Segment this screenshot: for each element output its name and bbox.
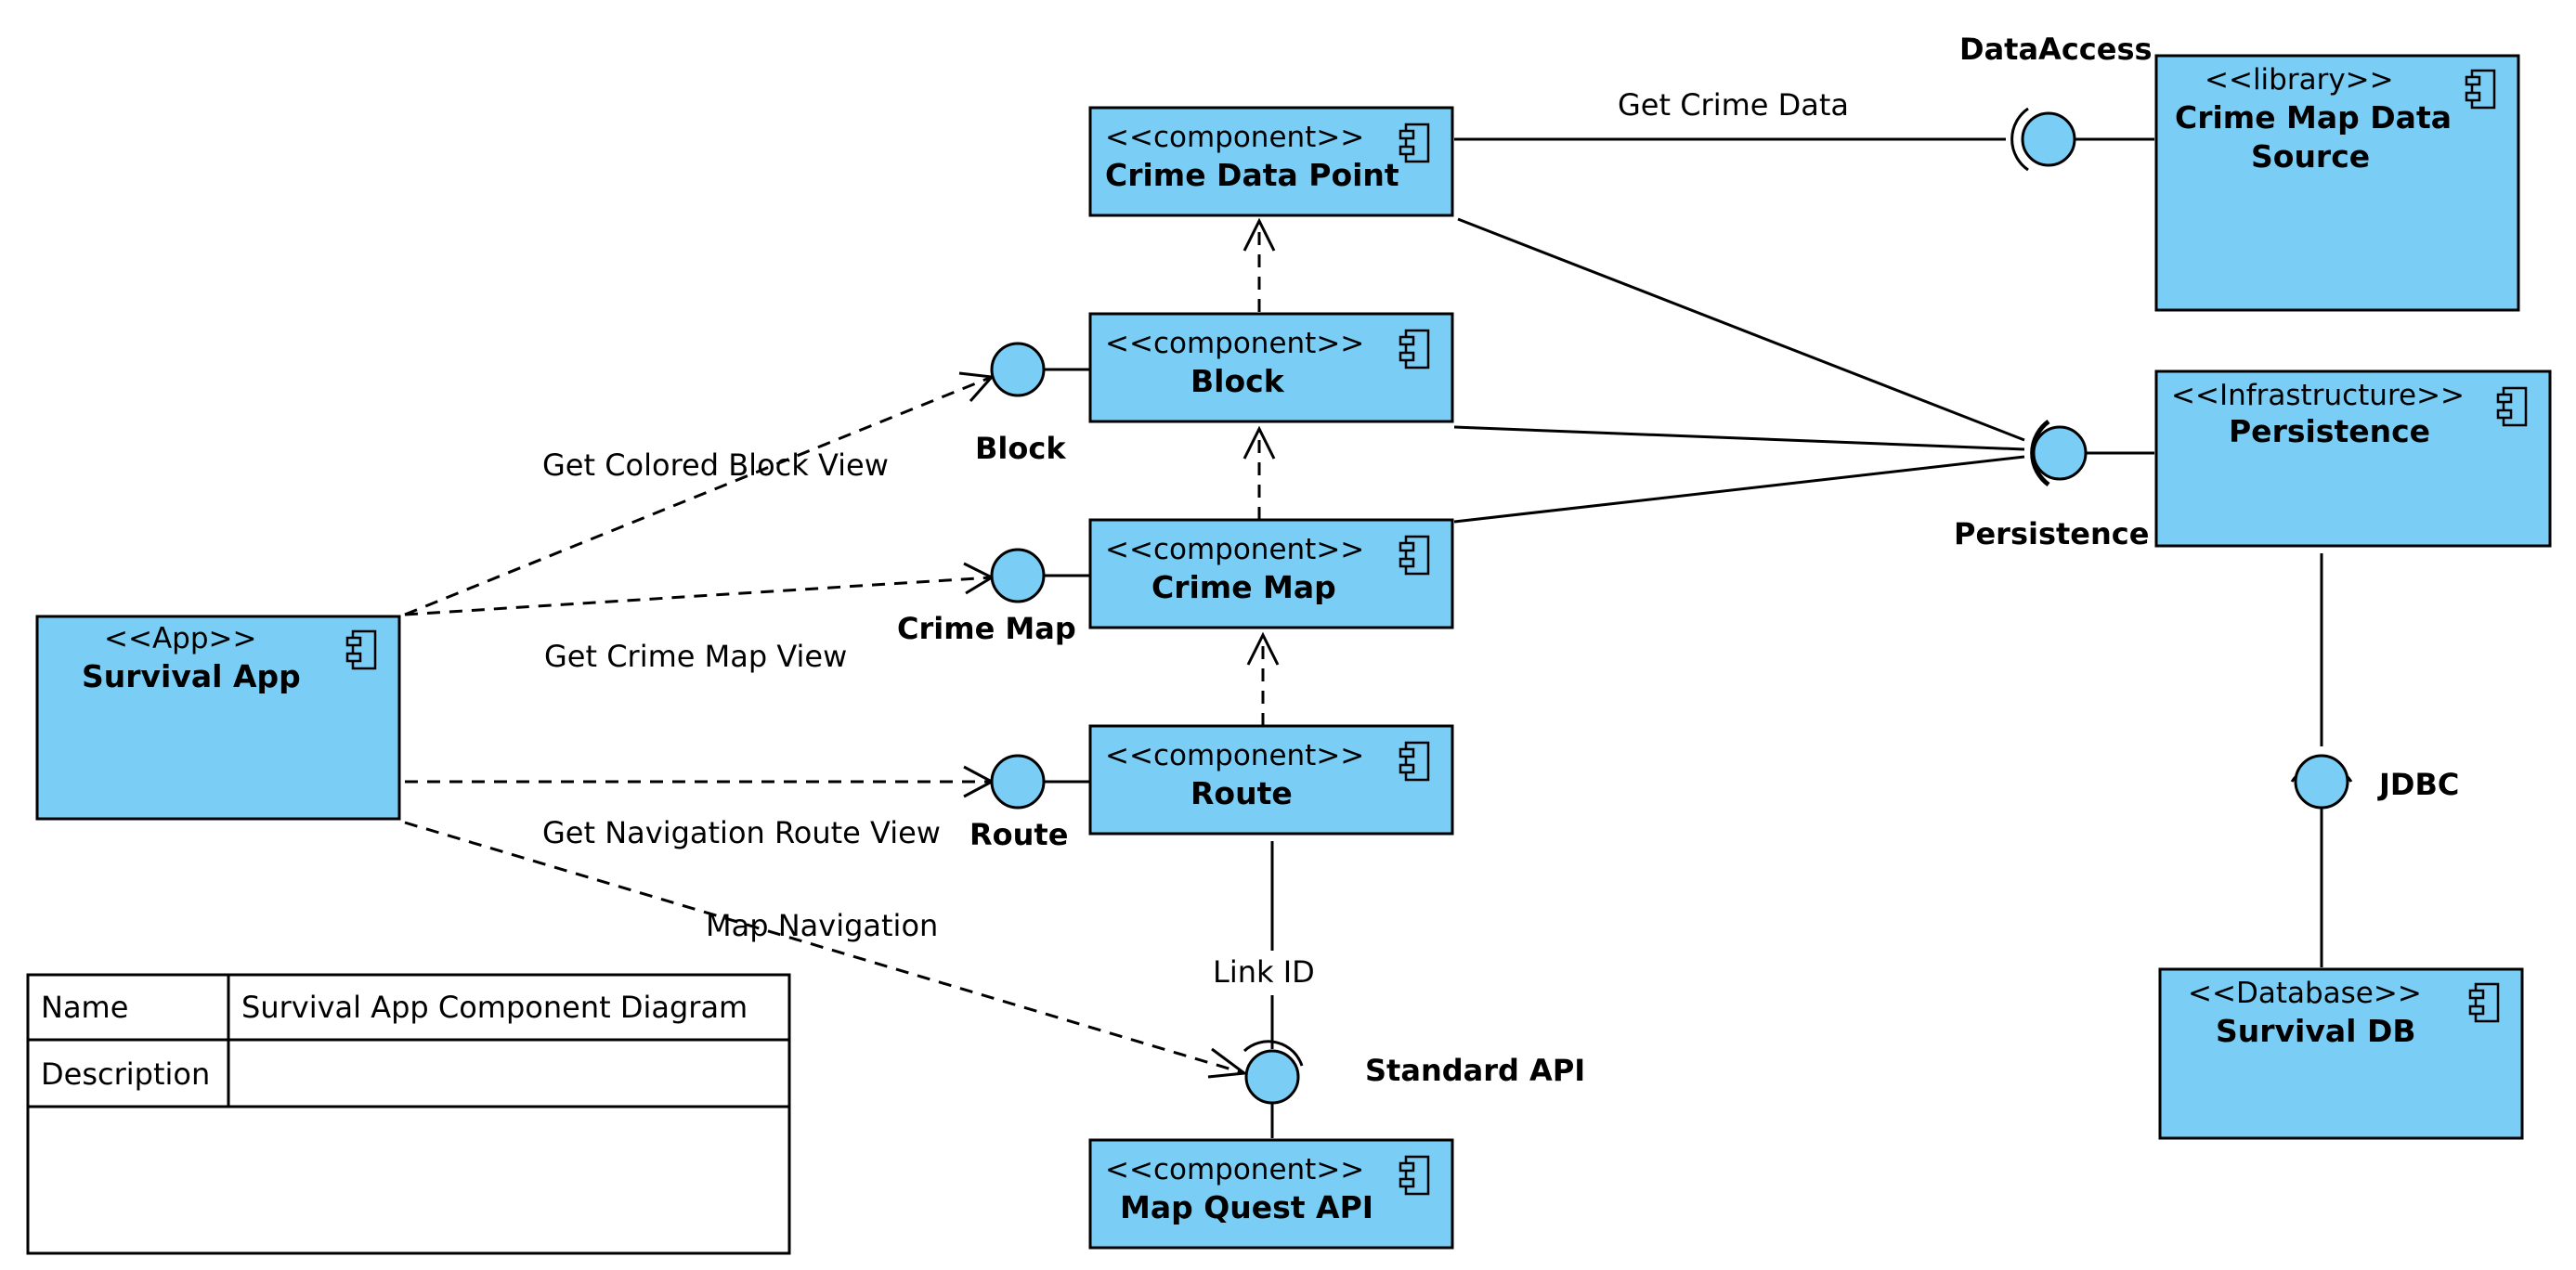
component-name: Crime Map — [1151, 569, 1336, 605]
dependency-get-crime-map-view — [404, 562, 995, 616]
interface-persistence-ball — [2032, 425, 2088, 481]
edge-label-get-colored-block-view: Get Colored Block View — [542, 447, 889, 483]
component-block[interactable]: <<component>> Block — [1088, 312, 1454, 423]
component-name-line-2: Source — [2251, 138, 2370, 175]
connectors — [1040, 137, 2323, 1138]
component-map-quest-api[interactable]: <<component>> Map Quest API — [1088, 1138, 1454, 1250]
component-survival-app[interactable]: <<App>> Survival App — [35, 615, 401, 821]
connector-crime-map-persistence — [1453, 455, 2025, 524]
component-name-line-1: Crime Map Data — [2175, 99, 2452, 136]
component-crime-map[interactable]: <<component>> Crime Map — [1088, 518, 1454, 629]
interface-standard-api-ball — [1244, 1049, 1300, 1105]
interface-crime-map-ball — [990, 548, 1046, 603]
interface-data-access-socket — [2010, 107, 2029, 172]
dependency-block-crime-data-point — [1242, 217, 1276, 312]
info-name-label: Name — [41, 990, 128, 1025]
component-stereotype: <<Database>> — [2188, 977, 2422, 1010]
edge-label-map-navigation: Map Navigation — [706, 908, 938, 943]
interface-labels: Block Crime Map Route DataAccess Persist… — [897, 32, 2459, 1088]
interface-jdbc-ball — [2294, 754, 2349, 810]
info-name-value: Survival App Component Diagram — [241, 990, 748, 1025]
info-description-label: Description — [41, 1056, 210, 1092]
interface-block-ball — [990, 342, 1046, 397]
interface-standard-api-socket — [1242, 1040, 1304, 1067]
component-stereotype: <<Infrastructure>> — [2171, 379, 2465, 412]
edge-label-get-crime-data: Get Crime Data — [1618, 87, 1849, 123]
interfaces — [990, 107, 2353, 1105]
connector-block-persistence — [1453, 425, 2025, 451]
component-stereotype: <<library>> — [2205, 63, 2394, 97]
dependency-get-navigation-route-view — [405, 765, 995, 798]
interface-data-access-ball — [2021, 111, 2076, 167]
interface-label-data-access: DataAccess — [1959, 32, 2153, 67]
component-crime-data-point[interactable]: <<component>> Crime Data Point — [1088, 106, 1454, 217]
component-survival-db[interactable]: <<Database>> Survival DB — [2158, 967, 2524, 1140]
interface-label-route: Route — [969, 817, 1068, 852]
dependency-crime-map-block — [1242, 425, 1276, 520]
component-name: Crime Data Point — [1105, 157, 1399, 193]
interface-label-jdbc: JDBC — [2377, 767, 2459, 802]
dependency-map-navigation — [404, 821, 1248, 1079]
connector-crime-data-point-persistence — [1457, 217, 2025, 442]
component-stereotype: <<component>> — [1105, 121, 1364, 154]
component-persistence[interactable]: <<Infrastructure>> Persistence — [2154, 369, 2552, 548]
component-name: Block — [1190, 363, 1285, 399]
dependency-route-crime-map — [1246, 631, 1280, 726]
edge-label-get-crime-map-view: Get Crime Map View — [544, 639, 847, 674]
component-name: Map Quest API — [1120, 1189, 1373, 1225]
interface-label-block: Block — [975, 431, 1066, 466]
interface-label-standard-api: Standard API — [1365, 1053, 1585, 1088]
component-crime-map-data-source[interactable]: <<library>> Crime Map Data Source — [2154, 54, 2520, 312]
component-stereotype: <<App>> — [104, 622, 256, 655]
component-stereotype: <<component>> — [1105, 533, 1364, 566]
interface-label-persistence: Persistence — [1954, 516, 2149, 551]
component-stereotype: <<component>> — [1105, 327, 1364, 360]
interface-label-crime-map: Crime Map — [897, 611, 1076, 646]
interface-route-ball — [990, 754, 1046, 810]
edge-label-link-id: Link ID — [1213, 954, 1315, 990]
edge-labels: Get Crime Data Get Colored Block View Ge… — [542, 87, 1849, 990]
dependency-get-colored-block-view — [404, 371, 995, 616]
component-stereotype: <<component>> — [1105, 1153, 1364, 1186]
diagram-info-table: Name Survival App Component Diagram Desc… — [26, 973, 791, 1255]
component-name: Survival App — [82, 658, 301, 694]
component-name: Persistence — [2229, 413, 2430, 449]
component-name: Route — [1190, 775, 1293, 811]
component-name: Survival DB — [2216, 1013, 2415, 1049]
edge-label-get-navigation-route-view: Get Navigation Route View — [542, 815, 941, 850]
component-route[interactable]: <<component>> Route — [1088, 724, 1454, 836]
component-stereotype: <<component>> — [1105, 739, 1364, 772]
